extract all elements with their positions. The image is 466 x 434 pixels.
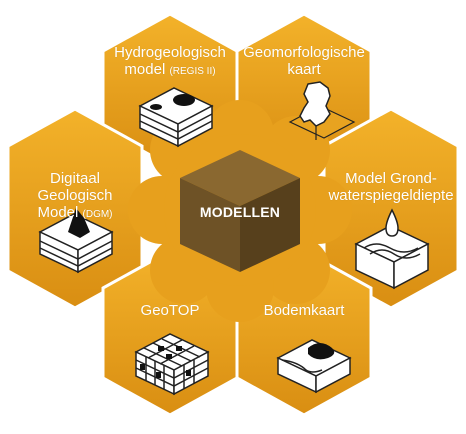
tile-grondwater-title-line1: Model Grond-	[345, 170, 437, 187]
tile-geomorf-title-line1: Geomorfologische	[243, 44, 365, 61]
netherlands-map-icon	[288, 81, 356, 140]
tile-grondwater-title-line2: waterspiegeldiepte	[328, 187, 454, 204]
tile-dgm-title: Digitaal Geologisch Model (DGM)	[11, 170, 139, 223]
layered-block-with-peak-icon	[38, 208, 114, 274]
tile-bodem-title-line1: Bodemkaart	[263, 302, 345, 319]
layered-aquifer-block-icon	[138, 87, 214, 148]
water-drop-block-icon	[354, 208, 430, 290]
tile-dgm-title-sub: (DGM)	[82, 209, 113, 220]
center-cube-icon	[180, 150, 300, 272]
tile-regis-title-sub: (REGIS II)	[169, 66, 216, 77]
tile-geomorf-title: Geomorfologische kaart	[240, 44, 368, 78]
center-title: MODELLEN	[199, 204, 281, 220]
tile-regis-title-line2: model	[124, 61, 166, 78]
voxel-grid-icon	[134, 333, 210, 396]
tile-geomorf-title-line2: kaart	[287, 61, 321, 78]
tile-geotop-title-line1: GeoTOP	[140, 302, 200, 319]
tile-dgm-title-line1: Digitaal Geologisch	[37, 170, 113, 204]
tile-dgm-title-line2: Model	[37, 204, 79, 221]
tile-regis-title-line1: Hydrogeologisch	[114, 44, 226, 61]
tile-regis-title: Hydrogeologisch model (REGIS II)	[106, 44, 234, 80]
soil-map-block-icon	[276, 339, 352, 394]
tile-geotop-title: GeoTOP	[106, 302, 234, 319]
tile-bodem-title: Bodemkaart	[240, 302, 368, 319]
tile-grondwater-title: Model Grond- waterspiegeldiepte	[326, 170, 456, 204]
